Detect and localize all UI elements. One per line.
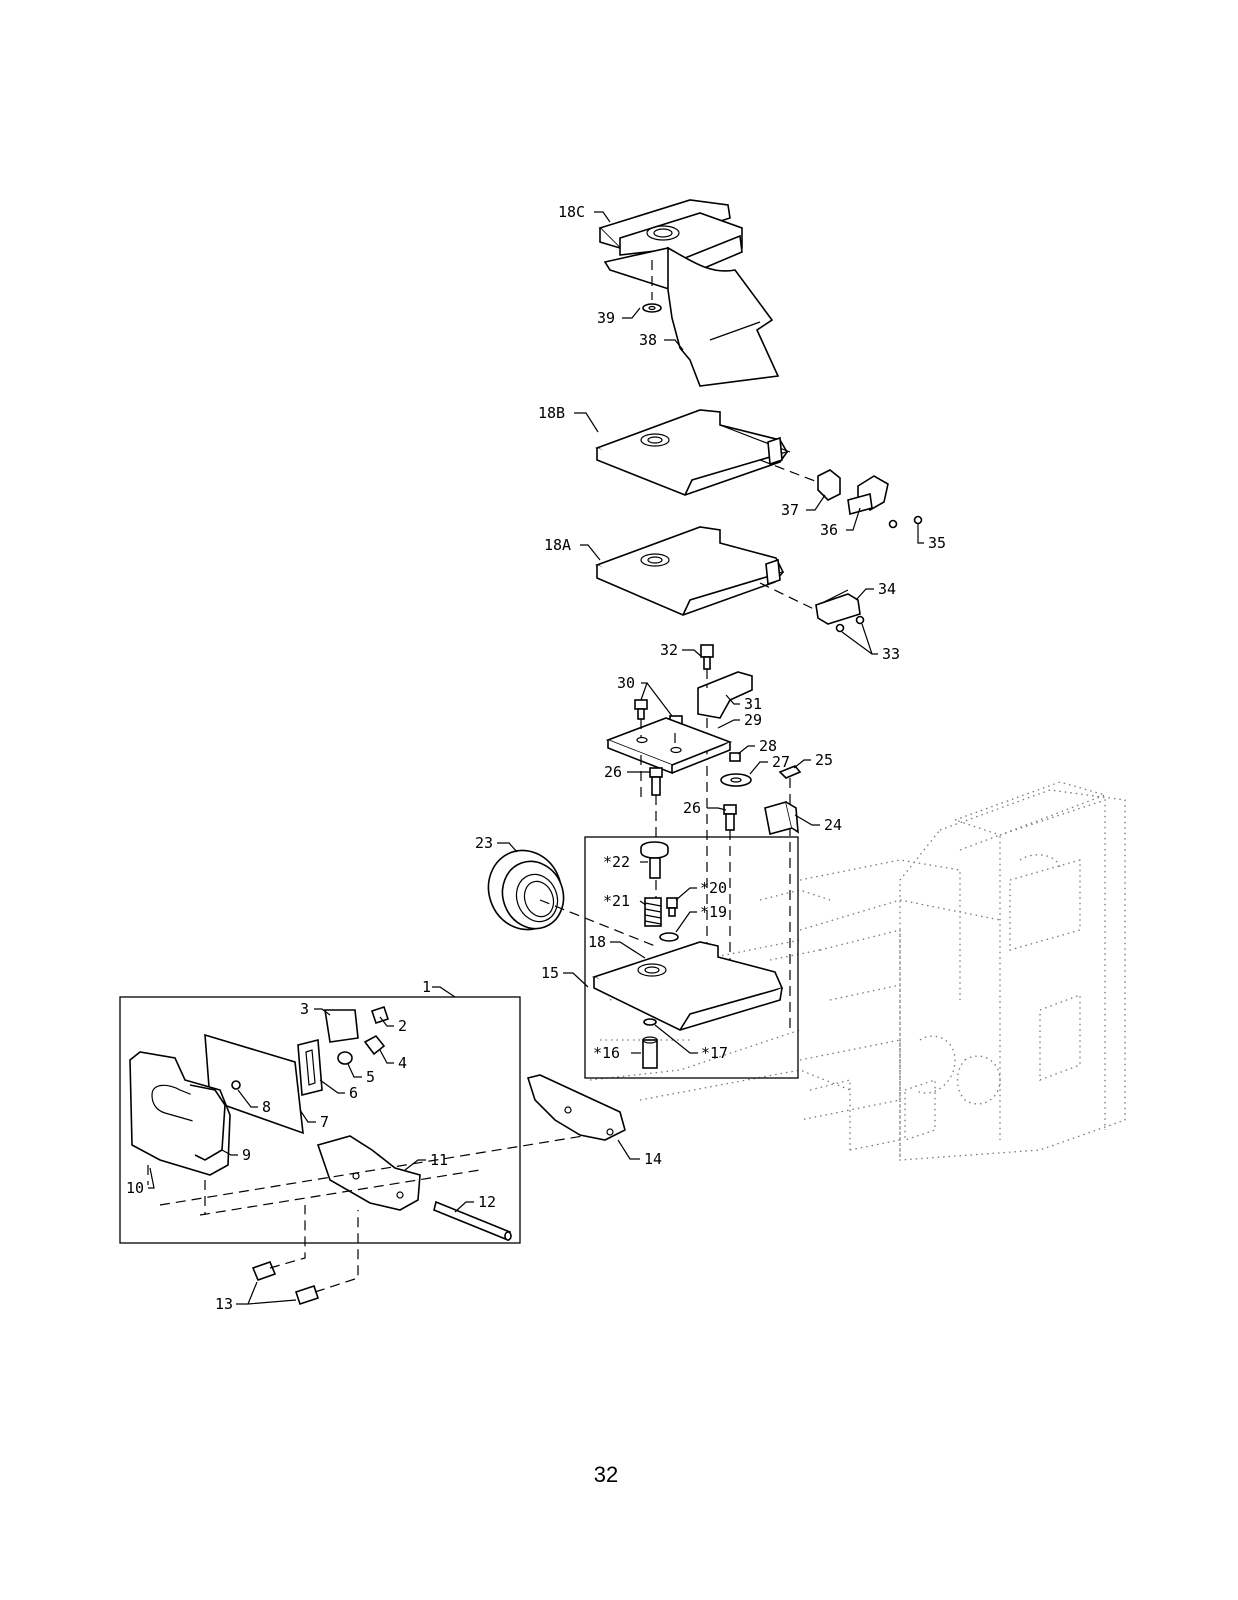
- callout-29: 29: [744, 711, 762, 729]
- callout-18B: 18B: [538, 404, 565, 422]
- leader-lines: [148, 211, 924, 1305]
- callout-27: 27: [772, 753, 790, 771]
- part-13-screws: [251, 1205, 359, 1306]
- callout-5: 5: [366, 1068, 375, 1086]
- part-18A-plate-assembly: [595, 526, 865, 633]
- callout-23: 23: [475, 834, 493, 852]
- callout-18: 18: [588, 933, 606, 951]
- callout-9: 9: [242, 1146, 251, 1164]
- callout-18C: 18C: [558, 203, 585, 221]
- callout-30: 30: [617, 674, 635, 692]
- callout-15: 15: [541, 964, 559, 982]
- callout-32: 32: [660, 641, 678, 659]
- page-number: 32: [594, 1462, 618, 1487]
- callout-20: *20: [700, 879, 727, 897]
- callout-8: 8: [262, 1098, 271, 1116]
- callout-38: 38: [639, 331, 657, 349]
- callout-19: *19: [700, 903, 727, 921]
- callout-36: 36: [820, 521, 838, 539]
- callout-4: 4: [398, 1054, 407, 1072]
- part-15-base-plate-box: [584, 836, 799, 1079]
- callout-39: 39: [597, 309, 615, 327]
- callout-3: 3: [300, 1000, 309, 1018]
- callout-26-right: 26: [683, 799, 701, 817]
- callout-35: 35: [928, 534, 946, 552]
- callout-12: 12: [478, 1193, 496, 1211]
- callout-37: 37: [781, 501, 799, 519]
- callout-10: 10: [126, 1179, 144, 1197]
- part-18C-plate-assembly: [598, 199, 780, 387]
- callout-33: 33: [882, 645, 900, 663]
- callout-1: 1: [422, 978, 431, 996]
- part-23-bearing: [487, 849, 656, 947]
- callout-labels: 18C 39 38 18B 37 36 35 18A 34 33 32 31 3…: [126, 203, 946, 1313]
- callout-14: 14: [644, 1150, 662, 1168]
- part-14-cover: [526, 1074, 626, 1141]
- callout-26-left: 26: [604, 763, 622, 781]
- callout-16: *16: [593, 1044, 620, 1062]
- callout-31: 31: [744, 695, 762, 713]
- callout-24: 24: [824, 816, 842, 834]
- callout-22: *22: [603, 853, 630, 871]
- callout-34: 34: [878, 580, 896, 598]
- callout-11: 11: [430, 1151, 448, 1169]
- callout-18A: 18A: [544, 536, 571, 554]
- callout-28: 28: [759, 737, 777, 755]
- callout-21: *21: [603, 892, 630, 910]
- part-1-cutter-assembly-box: [119, 996, 621, 1244]
- callout-25: 25: [815, 751, 833, 769]
- callout-13: 13: [215, 1295, 233, 1313]
- callout-2: 2: [398, 1017, 407, 1035]
- callout-6: 6: [349, 1084, 358, 1102]
- callout-7: 7: [320, 1113, 329, 1131]
- part-18B-plate-assembly: [594, 409, 923, 529]
- upper-small-parts: [605, 644, 802, 1030]
- callout-17: *17: [701, 1044, 728, 1062]
